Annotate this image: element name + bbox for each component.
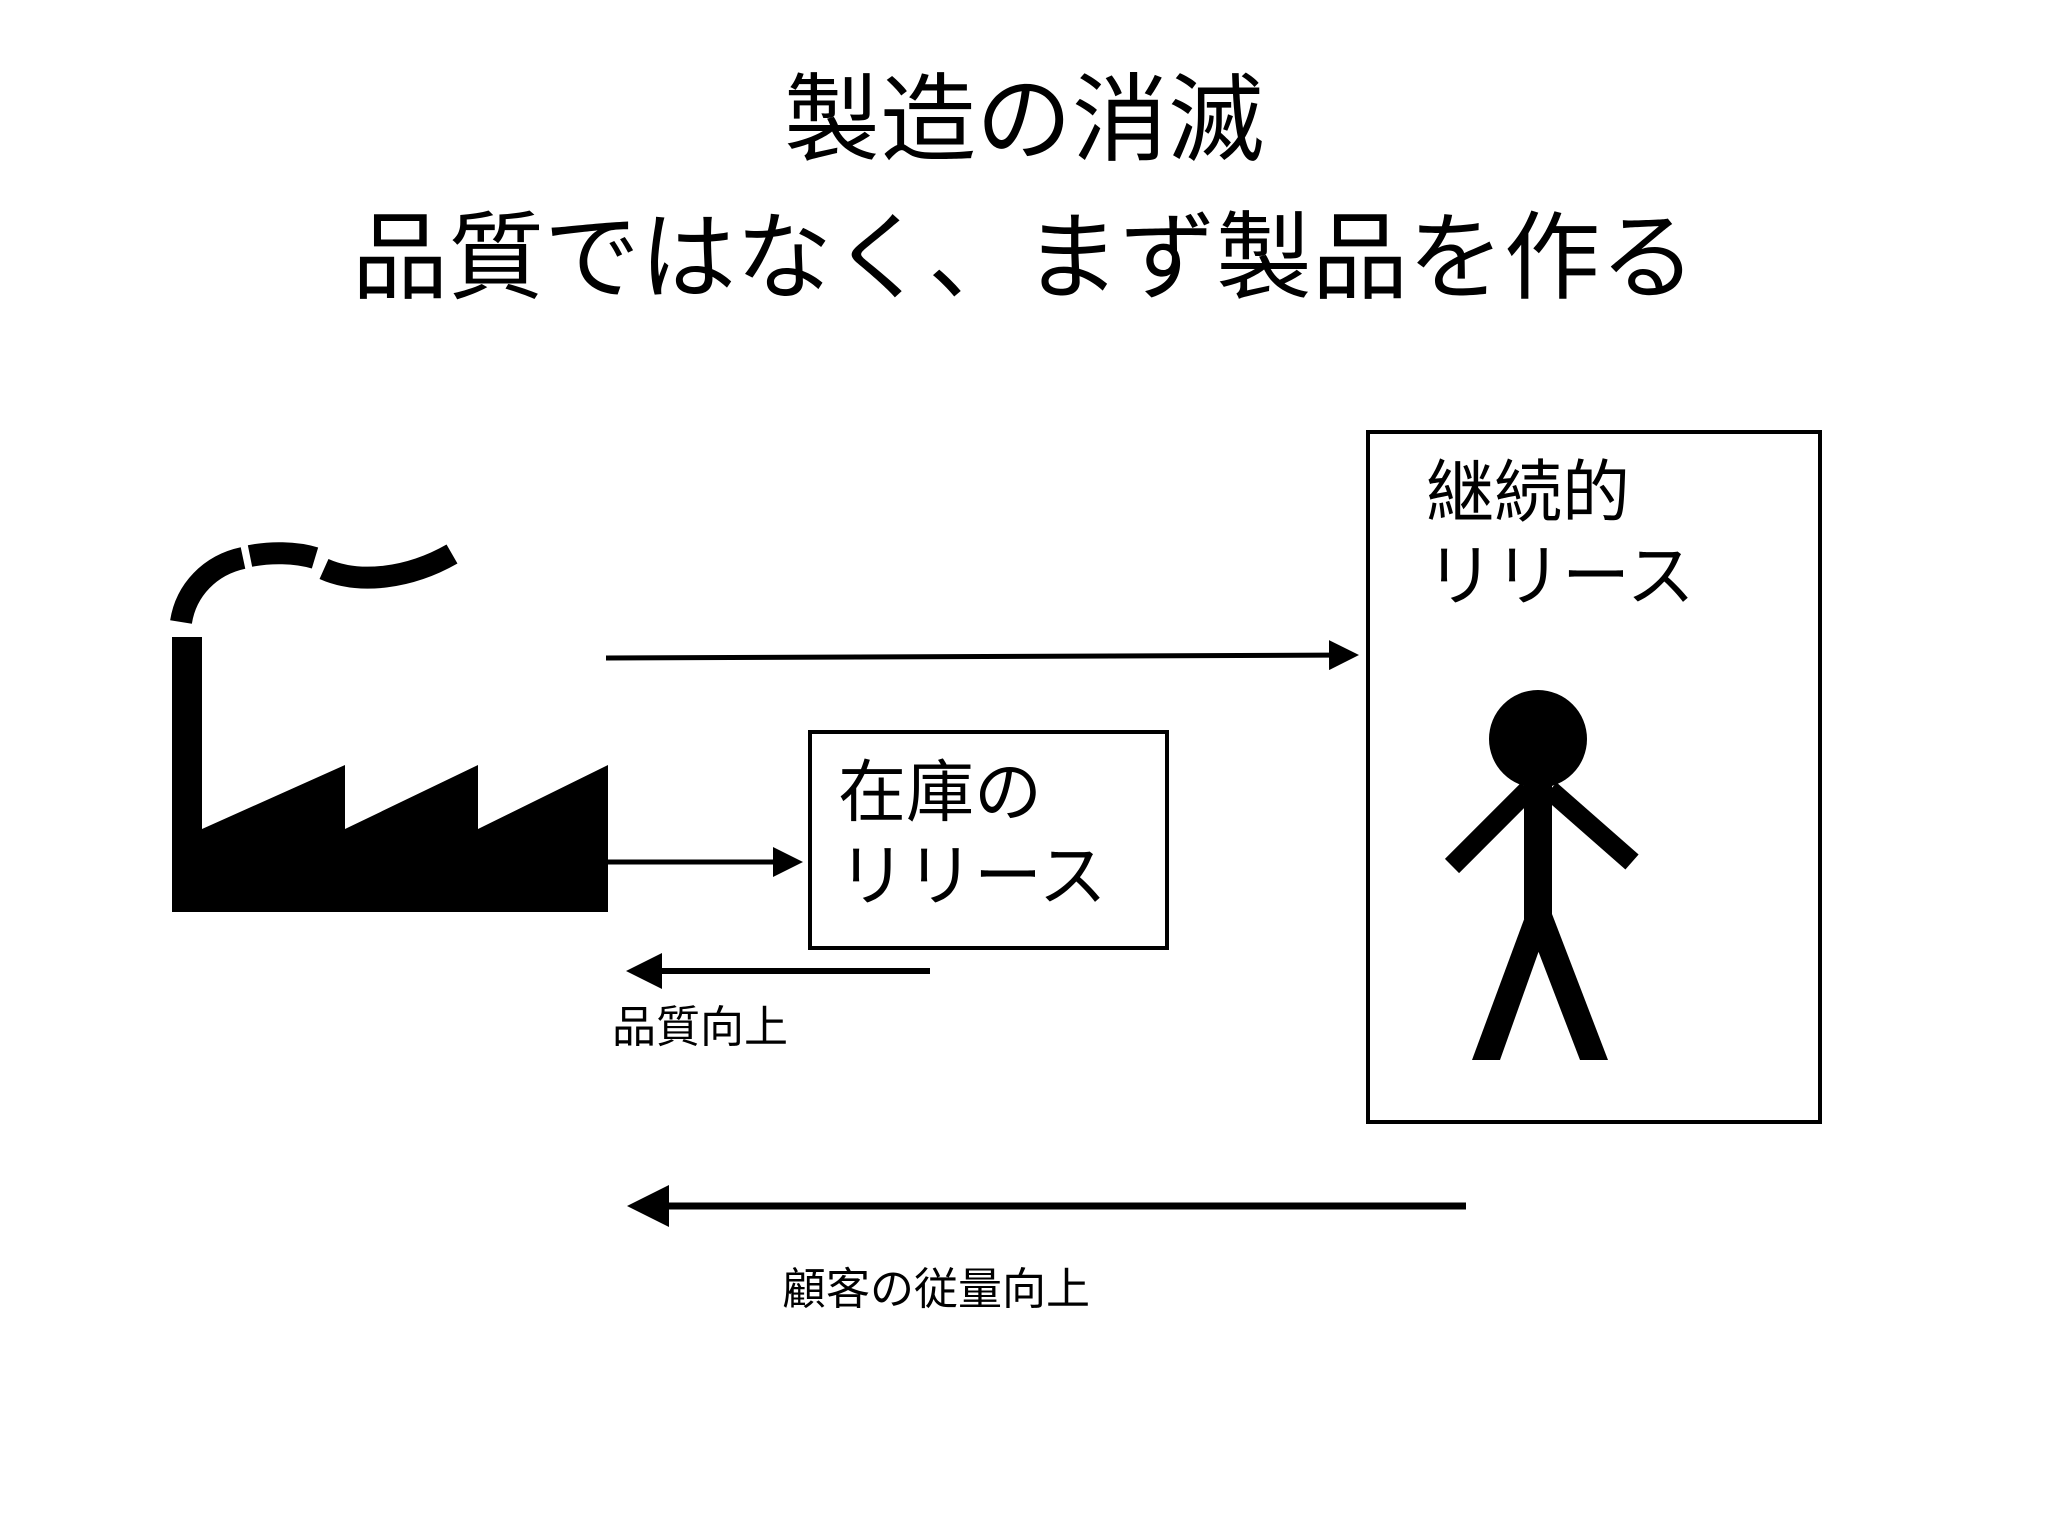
- continuous-release-box: 継続的 リリース: [1366, 430, 1822, 1124]
- continuous-release-label: 継続的 リリース: [1426, 454, 1695, 617]
- inventory-release-label: 在庫の リリース: [838, 754, 1107, 917]
- inventory-release-box: 在庫の リリース: [808, 730, 1169, 950]
- slide-subtitle: 品質ではなく、まず製品を作る: [352, 202, 1696, 314]
- quality-improvement-caption: 品質向上: [612, 1002, 788, 1053]
- customer-loyalty-caption: 顧客の従量向上: [782, 1264, 1090, 1315]
- slide-title: 製造の消滅: [784, 64, 1264, 176]
- person-icon: [1444, 690, 1639, 1060]
- arrow-to-continuous-release: [605, 640, 1359, 671]
- factory-icon: [170, 542, 608, 912]
